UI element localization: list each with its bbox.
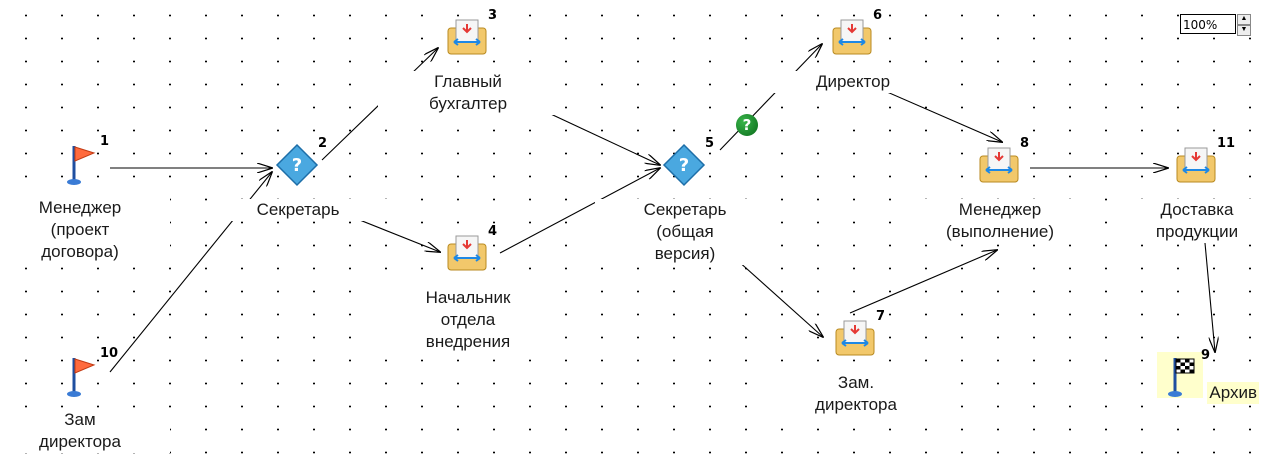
edge-7-8[interactable]: [849, 250, 997, 314]
node-label: Менеджер (выполнение): [910, 199, 1090, 243]
envelope-task-icon: 6: [827, 8, 882, 64]
node-number: 3: [488, 8, 498, 23]
envelope-task-icon: 7: [830, 309, 885, 365]
node-number: 6: [873, 8, 883, 23]
node-number: 9: [1200, 348, 1210, 363]
decision-icon: ? 2: [272, 136, 327, 192]
node-label: Главный бухгалтер: [378, 71, 558, 115]
envelope-task-icon: 3: [442, 8, 497, 64]
node-11[interactable]: 11 Доставка продукции: [1107, 136, 1267, 243]
node-label: Секретарь: [208, 199, 388, 221]
node-2[interactable]: ? 2 Секретарь: [208, 136, 388, 221]
node-number: 10: [100, 346, 119, 361]
node-number: 4: [488, 224, 498, 239]
node-number: 1: [100, 134, 110, 149]
node-7[interactable]: 7 Зам. директора: [766, 309, 946, 416]
start-flag-icon: 10: [54, 346, 118, 402]
envelope-task-icon: 11: [1171, 136, 1235, 192]
zoom-input[interactable]: 100%: [1180, 14, 1236, 34]
node-4[interactable]: 4 Начальник отдела внедрения: [378, 224, 558, 353]
node-6[interactable]: 6 Директор: [763, 8, 943, 93]
decision-icon: ? 5: [659, 136, 714, 192]
finish-flag-icon: 9: [1156, 348, 1210, 398]
node-label: Зам директора: [0, 409, 170, 453]
node-number: 7: [876, 309, 886, 324]
node-label: Доставка продукции: [1107, 199, 1267, 243]
node-number: 11: [1217, 136, 1236, 151]
node-8[interactable]: 8 Менеджер (выполнение): [910, 136, 1090, 243]
node-label: Зам. директора: [766, 372, 946, 416]
zoom-stepper[interactable]: ▲ ▼: [1237, 14, 1251, 36]
zoom-control[interactable]: 100% ▲ ▼: [1180, 12, 1254, 38]
node-5[interactable]: ? 5 Секретарь (общая версия): [595, 136, 775, 265]
edge-6-8[interactable]: [877, 87, 1002, 142]
node-label: Менеджер (проект договора): [0, 197, 170, 263]
node-3[interactable]: 3 Главный бухгалтер: [378, 8, 558, 115]
node-number: 5: [705, 136, 715, 151]
edge-11-9[interactable]: [1204, 242, 1215, 352]
svg-text:?: ?: [679, 155, 689, 176]
svg-text:?: ?: [292, 155, 302, 176]
node-9[interactable]: 9 Архив: [1148, 348, 1267, 404]
node-label: Начальник отдела внедрения: [378, 287, 558, 353]
envelope-task-icon: 4: [442, 224, 497, 280]
zoom-down-icon[interactable]: ▼: [1237, 25, 1251, 36]
node-1[interactable]: 1 Менеджер (проект договора): [0, 134, 170, 263]
start-flag-icon: 1: [54, 134, 109, 190]
condition-badge[interactable]: ?: [736, 114, 758, 136]
node-label: Директор: [763, 71, 943, 93]
question-icon: ?: [742, 116, 752, 134]
node-number: 8: [1020, 136, 1030, 151]
zoom-up-icon[interactable]: ▲: [1237, 14, 1251, 25]
node-10[interactable]: 10 Зам директора: [0, 346, 170, 453]
envelope-task-icon: 8: [974, 136, 1029, 192]
node-label: Секретарь (общая версия): [595, 199, 775, 265]
node-label: Архив: [1207, 382, 1260, 404]
node-number: 2: [318, 136, 328, 151]
